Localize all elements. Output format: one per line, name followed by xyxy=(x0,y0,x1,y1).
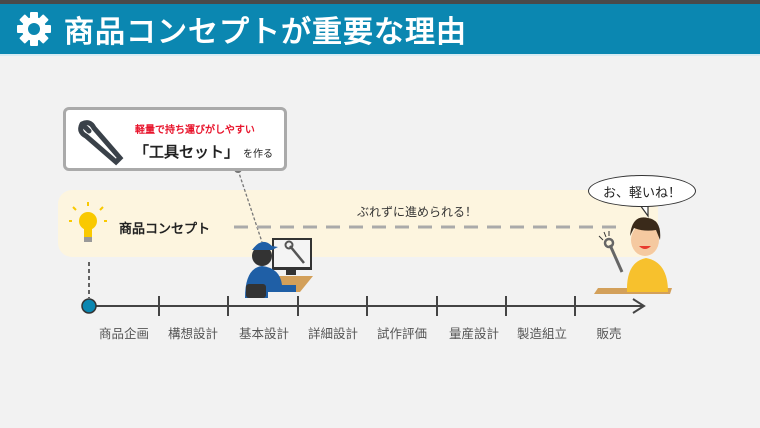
stage-label: 詳細設計 xyxy=(307,326,359,341)
customer-illustration xyxy=(594,217,672,294)
lightbulb-icon xyxy=(69,202,107,242)
header-bar: 商品コンセプトが重要な理由 xyxy=(0,4,760,56)
speech-bubble: お、軽いね！ xyxy=(588,175,696,207)
callout-connector xyxy=(237,169,263,243)
callout-suffix: を作る xyxy=(243,149,274,160)
page-title: 商品コンセプトが重要な理由 xyxy=(64,15,467,50)
concept-callout: 軽量で持ち運びがしやすい 「工具セット」を作る xyxy=(63,107,287,171)
stage-label: 商品企画 xyxy=(98,326,150,341)
stage-label: 量産設計 xyxy=(448,326,500,341)
stage-label: 試作評価 xyxy=(376,326,428,341)
engineer-illustration xyxy=(245,238,313,298)
timeline-arrowhead xyxy=(632,298,646,314)
top-strip xyxy=(0,0,760,4)
stage-label: 構想設計 xyxy=(167,326,219,341)
stage-label: 販売 xyxy=(596,326,622,341)
stage-label: 基本設計 xyxy=(238,326,290,341)
callout-subtitle: 軽量で持ち運びがしやすい xyxy=(135,125,255,136)
concept-message: ぶれずに進められる！ xyxy=(357,205,478,219)
gear-icon xyxy=(17,12,51,46)
timeline-ticks xyxy=(158,296,576,316)
stage-label: 製造組立 xyxy=(516,326,568,341)
timeline-start-marker xyxy=(81,298,97,314)
concept-band xyxy=(58,190,658,257)
concept-label: 商品コンセプト xyxy=(119,222,211,237)
wrench-icon xyxy=(78,120,124,166)
callout-product: 「工具セット」 xyxy=(134,143,240,161)
callout-main: 「工具セット」を作る xyxy=(134,141,273,162)
